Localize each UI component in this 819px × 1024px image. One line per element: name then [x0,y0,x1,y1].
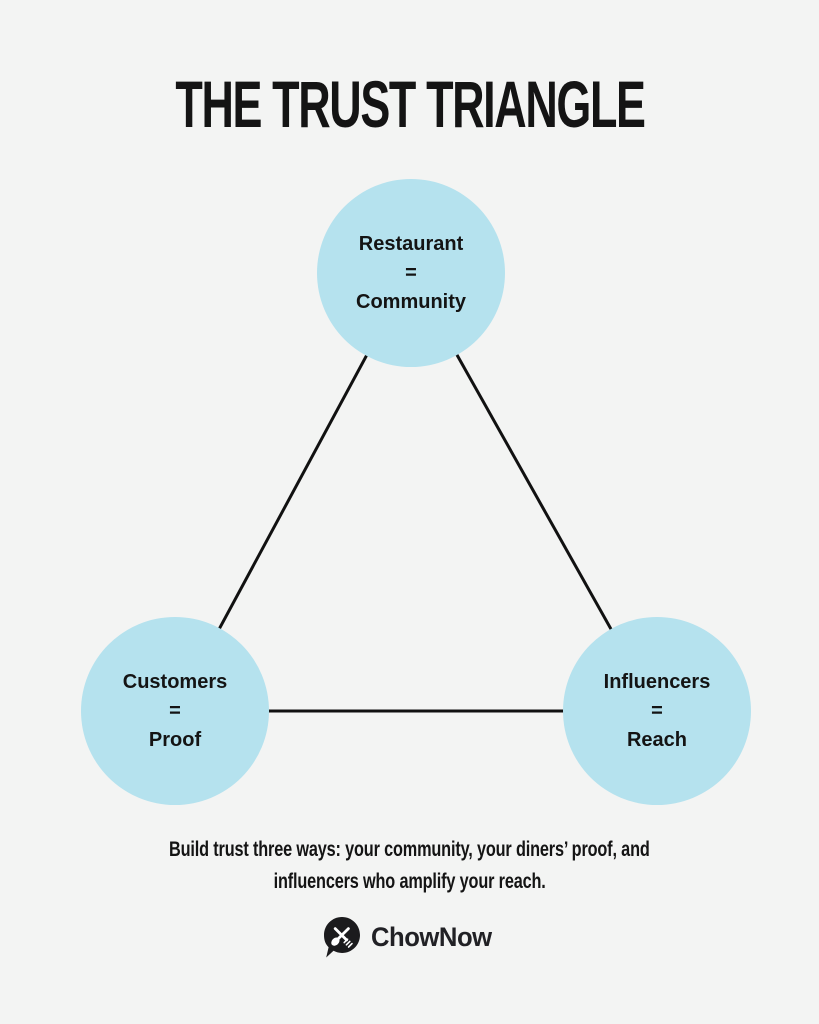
header: THE TRUST TRIANGLE [0,66,819,142]
page-title: THE TRUST TRIANGLE [174,67,646,141]
chownow-pin-utensils-icon [322,916,362,959]
node-label-bottom: Proof [148,728,202,751]
node-label-top: Customers [122,670,228,693]
equals-sign: = [169,699,181,722]
caption-text-2: influencers who amplify your reach. [273,870,546,893]
caption-line-1: Build trust three ways: your community, … [49,834,770,866]
node-label-top: Influencers [603,670,711,693]
node-label-bottom: Community [356,290,466,313]
caption: Build trust three ways: your community, … [0,834,819,898]
node-influencers: Influencers = Reach [563,617,751,805]
brand-name: ChowNow [370,922,492,952]
node-label-bottom: Reach [626,728,688,751]
node-label-top: Restaurant [358,232,464,255]
caption-line-2: influencers who amplify your reach. [49,866,770,898]
node-customers: Customers = Proof [81,617,269,805]
equals-sign: = [651,699,663,722]
node-restaurant: Restaurant = Community [317,179,505,367]
brand-footer: ChowNow [0,916,819,959]
equals-sign: = [405,261,417,284]
caption-text-1: Build trust three ways: your community, … [169,838,650,861]
